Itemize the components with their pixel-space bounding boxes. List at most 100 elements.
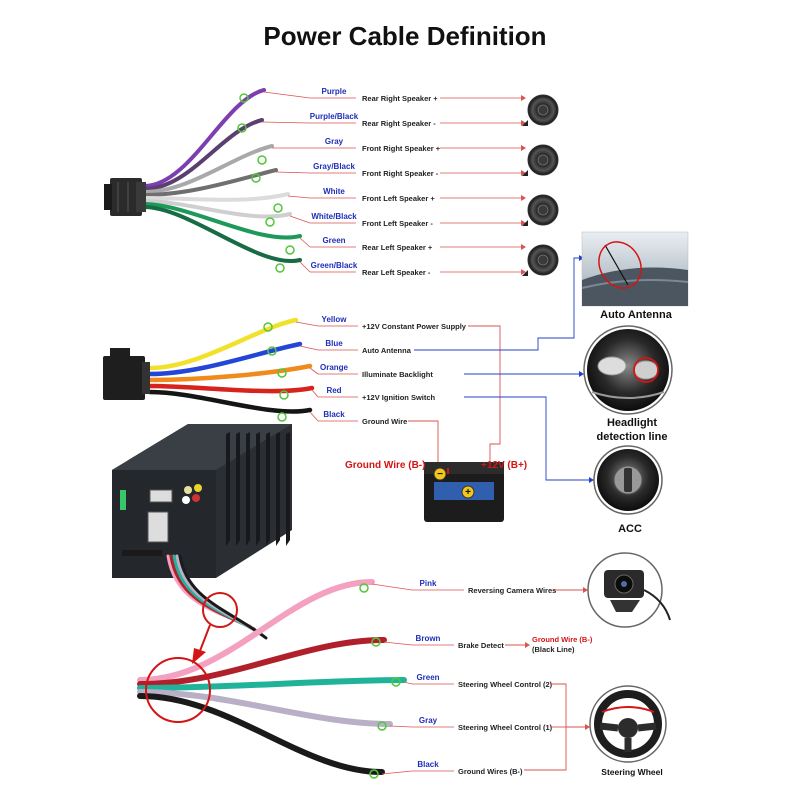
speaker-wire-function-label: Front Right Speaker - <box>362 169 439 178</box>
aux-wire-color-label: Gray <box>419 716 438 725</box>
power-wire <box>147 317 299 371</box>
wire-marker <box>377 721 387 731</box>
wire-marker <box>273 203 283 213</box>
aux-wire <box>137 579 375 683</box>
speaker-wire <box>142 88 266 188</box>
aux-wire-function-label: Steering Wheel Control (2) <box>458 680 553 689</box>
aux-wire-function-label: Brake Detect <box>458 641 504 650</box>
zoom-circle-small <box>202 592 238 628</box>
power-harness: Yellow+12V Constant Power SupplyBlueAuto… <box>103 255 594 483</box>
aux-wire <box>137 677 407 691</box>
speaker-wire-function-label: Front Right Speaker + <box>362 144 441 153</box>
wire-marker <box>257 155 267 165</box>
power-wire-group <box>147 317 315 422</box>
speaker-wire-function-label: Front Left Speaker + <box>362 194 435 203</box>
speaker-wire-function-label: Rear Right Speaker + <box>362 94 438 103</box>
speaker-wire-function-label: Front Left Speaker - <box>362 219 433 228</box>
acc-caption: ACC <box>618 523 642 535</box>
headlight-caption-line1: Headlight <box>607 417 657 429</box>
headlight-image: Headlight detection line <box>583 325 673 443</box>
speaker-wire-color-label: Gray/Black <box>313 162 355 171</box>
speaker-connector <box>104 178 146 216</box>
speaker-wire-color-label: Purple/Black <box>310 112 359 121</box>
battery-positive-label: +12V (B+) <box>481 460 527 471</box>
wire-marker <box>237 123 247 133</box>
aux-wire-function-label: Ground Wires (B-) <box>458 767 523 776</box>
aux-wire <box>137 637 387 687</box>
speaker-icon <box>522 194 559 226</box>
brake-ground-label: Ground Wire (B-) <box>532 635 593 644</box>
wire-marker <box>239 93 249 103</box>
wire-marker <box>391 677 401 687</box>
aux-wire-color-label: Pink <box>420 579 437 588</box>
speaker-wire-color-label: Green/Black <box>311 261 358 270</box>
speaker-wire-function-label: Rear Left Speaker + <box>362 243 433 252</box>
speaker-wire-color-label: Gray <box>325 137 344 146</box>
power-wire-color-label: Orange <box>320 363 349 372</box>
battery: − + <box>424 462 504 522</box>
speaker-icon <box>522 94 559 126</box>
wire-marker <box>251 173 261 183</box>
power-connector <box>103 348 150 400</box>
power-wire <box>147 363 313 383</box>
svg-text:+: + <box>465 487 471 498</box>
headlight-caption-line2: detection line <box>597 431 668 443</box>
speaker-icons <box>522 94 559 276</box>
power-wire-function-label: +12V Ignition Switch <box>362 393 436 402</box>
speaker-wire <box>142 192 290 202</box>
power-leader-lines: Yellow+12V Constant Power SupplyBlueAuto… <box>295 255 594 483</box>
aux-wire-function-label: Reversing Camera Wires <box>468 586 556 595</box>
head-unit <box>112 424 292 578</box>
aux-wire-color-label: Green <box>416 673 439 682</box>
wire-marker <box>277 368 287 378</box>
wire-marker <box>371 637 381 647</box>
aux-wire-color-label: Brown <box>416 634 441 643</box>
power-wire-color-label: Blue <box>325 339 343 348</box>
zoom-arrow-head <box>192 648 206 664</box>
speaker-wire-function-label: Rear Right Speaker - <box>362 119 436 128</box>
speaker-wire-color-label: Purple <box>322 87 347 96</box>
power-wire-function-label: Auto Antenna <box>362 346 412 355</box>
wire-marker <box>369 769 379 779</box>
aux-wire-function-label: Steering Wheel Control (1) <box>458 723 553 732</box>
zoom-circle-large <box>145 657 211 723</box>
wire-marker <box>267 346 277 356</box>
speaker-wire-color-label: White/Black <box>311 212 357 221</box>
speaker-wire-group <box>142 88 302 273</box>
acc-ignition-image: ACC <box>593 445 663 535</box>
power-wire <box>147 383 315 394</box>
aux-wire-color-label: Black <box>417 760 439 769</box>
power-wire-color-label: Black <box>323 410 345 419</box>
antenna-caption: Auto Antenna <box>600 309 673 321</box>
speaker-icon <box>522 144 559 176</box>
power-wire-function-label: Ground Wire <box>362 417 407 426</box>
speaker-wire <box>142 144 274 194</box>
reversing-camera-image <box>587 552 671 628</box>
power-wire-color-label: Red <box>326 386 341 395</box>
brake-sub-label: (Black Line) <box>532 645 575 654</box>
speaker-wire-color-label: White <box>323 187 345 196</box>
speaker-wire <box>142 205 302 264</box>
wire-marker <box>265 217 275 227</box>
power-wire <box>147 389 313 414</box>
power-wire-color-label: Yellow <box>322 315 348 324</box>
page-title: Power Cable Definition <box>263 21 546 51</box>
speaker-wire <box>142 168 278 197</box>
wire-marker <box>263 322 273 332</box>
speaker-wire <box>142 202 302 240</box>
speaker-wire <box>142 199 292 219</box>
auto-antenna-image: Auto Antenna <box>581 231 689 321</box>
speaker-wire-color-label: Green <box>322 236 345 245</box>
battery-ground-label: Ground Wire (B-) <box>345 460 425 471</box>
aux-wire-group <box>137 579 407 779</box>
steering-caption: Steering Wheel <box>601 767 662 777</box>
wire-marker <box>359 583 369 593</box>
speaker-wire-function-label: Rear Left Speaker - <box>362 268 431 277</box>
wire-marker <box>285 245 295 255</box>
power-wire <box>147 341 303 377</box>
svg-text:−: − <box>437 469 443 480</box>
